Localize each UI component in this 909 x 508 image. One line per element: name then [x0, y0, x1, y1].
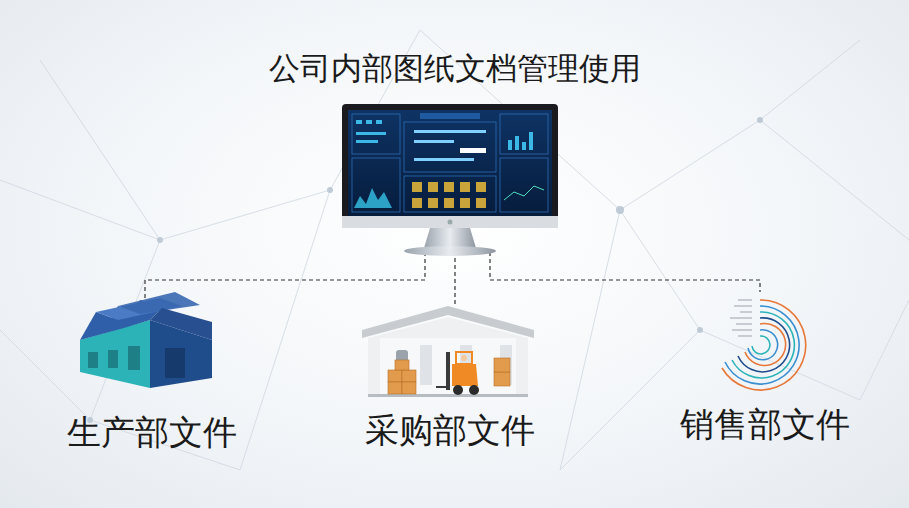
warehouse-icon — [362, 306, 534, 397]
department-node: 采购部文件 — [361, 406, 539, 456]
department-label: 销售部文件 — [676, 400, 854, 450]
dashed-connector — [145, 252, 760, 306]
department-label: 采购部文件 — [361, 406, 539, 456]
radial-chart — [722, 300, 806, 390]
background-network — [0, 30, 909, 470]
department-node: 生产部文件 — [63, 408, 241, 458]
diagram-title: 公司内部图纸文档管理使用 — [0, 48, 909, 90]
forklift — [436, 352, 479, 395]
department-node: 销售部文件 — [676, 400, 854, 450]
department-label: 生产部文件 — [63, 408, 241, 458]
monitor — [342, 104, 558, 256]
factory-icon — [80, 292, 212, 388]
